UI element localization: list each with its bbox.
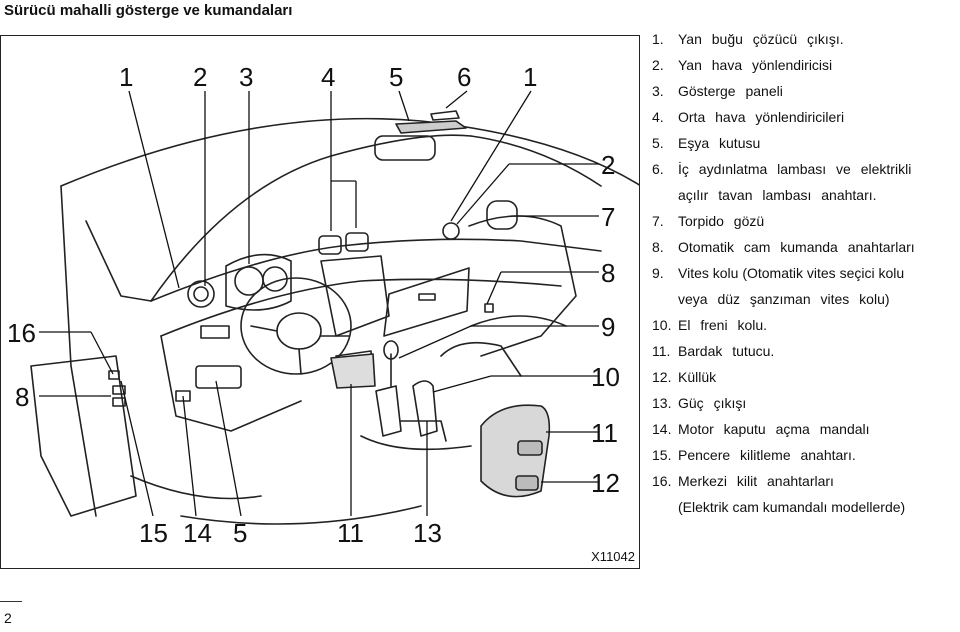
callout-7: 7 — [601, 202, 616, 232]
legend-item-5: 5.Eşya kutusu — [652, 135, 761, 151]
dashboard-illustration: 1 2 3 4 5 6 1 2 7 8 9 10 11 12 16 8 15 1… — [0, 35, 640, 569]
callout-3: 3 — [239, 62, 254, 92]
callout-13: 13 — [413, 518, 442, 548]
callout-9: 9 — [601, 312, 616, 342]
callout-12: 12 — [591, 468, 620, 498]
callout-2-top: 2 — [193, 62, 208, 92]
callout-15: 15 — [139, 518, 168, 548]
legend-item-11: 11.Bardak tutucu. — [652, 343, 775, 359]
legend-item-8: 8.Otomatik cam kumanda anahtarları — [652, 239, 915, 255]
legend-item-16: 16.Merkezi kilit anahtarları(Elektrik ca… — [652, 473, 906, 515]
callout-6: 6 — [457, 62, 472, 92]
callout-1-right: 1 — [523, 62, 538, 92]
component-legend: 1.Yan buğu çözücü çıkışı. 2.Yan hava yön… — [652, 26, 960, 520]
page-number: 2 — [4, 610, 12, 626]
dashboard-line-drawing — [30, 90, 639, 525]
callout-1-left: 1 — [119, 62, 134, 92]
callout-16: 16 — [7, 318, 36, 348]
legend-item-13: 13.Güç çıkışı — [652, 395, 747, 411]
page-title: Sürücü mahalli gösterge ve kumandaları — [4, 2, 293, 19]
callout-4: 4 — [321, 62, 336, 92]
legend-item-10: 10.El freni kolu. — [652, 317, 768, 333]
legend-item-14: 14.Motor kaputu açma mandalı — [652, 421, 870, 437]
legend-item-15: 15.Pencere kilitleme anahtarı. — [652, 447, 856, 463]
callout-5-top: 5 — [389, 62, 404, 92]
callout-5-bottom: 5 — [233, 518, 248, 548]
callout-11-right: 11 — [591, 418, 618, 448]
figure-code: X11042 — [591, 549, 635, 564]
legend-item-9: 9.Vites kolu (Otomatik vites seçici kolu… — [652, 265, 905, 307]
callout-10: 10 — [591, 362, 620, 392]
legend-item-3: 3.Gösterge paneli — [652, 83, 783, 99]
callout-2-right: 2 — [601, 150, 616, 180]
page-divider — [0, 601, 22, 602]
legend-item-7: 7.Torpido gözü — [652, 213, 765, 229]
legend-item-4: 4.Orta hava yönlendiricileri — [652, 109, 845, 125]
legend-item-1: 1.Yan buğu çözücü çıkışı. — [652, 31, 844, 47]
callout-14: 14 — [183, 518, 212, 548]
legend-item-12: 12.Küllük — [652, 369, 717, 385]
callout-8-left: 8 — [15, 382, 30, 412]
callout-11-bottom: 11 — [337, 518, 364, 548]
callout-8-right: 8 — [601, 258, 616, 288]
legend-item-2: 2.Yan hava yönlendiricisi — [652, 57, 833, 73]
